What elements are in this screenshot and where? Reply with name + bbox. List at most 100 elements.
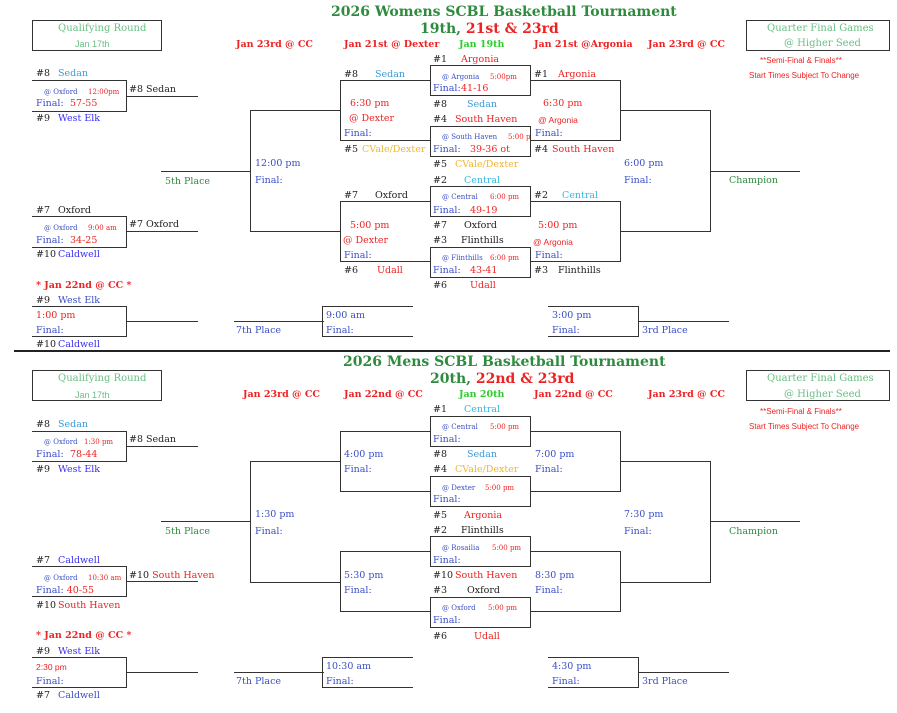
game-time: 5:00pm: [490, 73, 517, 81]
game-box: [531, 431, 621, 492]
seventh-place-label: 7th Place: [236, 325, 282, 336]
fifth-place-label: 5th Place: [165, 176, 211, 187]
seed: #2: [433, 525, 448, 536]
final-score: 57-55: [70, 98, 98, 109]
team-name: Central: [464, 175, 501, 186]
final-label: Final:: [433, 494, 461, 505]
venue: @ Rosailia: [442, 544, 480, 552]
team-name: South Haven: [455, 570, 518, 581]
seed: #1: [433, 54, 448, 65]
game-time: 6:30 pm: [543, 98, 583, 109]
seed: #7: [36, 555, 51, 566]
team-name: Argonia: [558, 69, 597, 80]
third-place-label: 3rd Place: [642, 325, 688, 336]
bracket-line: [710, 171, 800, 172]
champion-label: Champion: [729, 175, 779, 186]
venue: @ Oxford: [44, 574, 78, 582]
qf-box-line2: @ Higher Seed: [784, 389, 861, 400]
final-label: Final:: [624, 526, 652, 537]
team-name: West Elk: [58, 295, 101, 306]
seed: #8: [433, 99, 448, 110]
bracket-line: [621, 231, 711, 232]
game-box: [32, 306, 127, 337]
qual-box-line1: Qualifying Round: [58, 23, 147, 34]
bracket-line: [127, 231, 198, 232]
final-label: Final:: [344, 128, 372, 139]
final-label: Final:: [36, 585, 64, 596]
seed: #4: [534, 144, 549, 155]
team-name: Caldwell: [58, 339, 100, 350]
qual-box-line1: Qualifying Round: [58, 373, 147, 384]
game-time: 1:30 pm: [84, 438, 114, 446]
qual-box-line2: Jan 17th: [75, 39, 110, 49]
game-box: [322, 306, 413, 337]
bracket-line: [127, 321, 198, 322]
start-times-note: Start Times Subject To Change: [749, 71, 860, 80]
game-time: 6:00 pm: [490, 193, 520, 201]
final-score: 49-19: [470, 205, 498, 216]
team-name: CVale/Dexter: [455, 464, 519, 475]
game-time: 4:30 pm: [552, 661, 592, 672]
final-score-row: Final: 40-55: [36, 585, 94, 597]
team-name: West Elk: [58, 646, 101, 657]
seed: #8: [433, 449, 448, 460]
team-name: Argonia: [464, 510, 503, 521]
venue: @ Dexter: [343, 235, 389, 246]
game-time: 1:00 pm: [36, 310, 76, 321]
venue: @ Central: [442, 193, 478, 201]
team-name: Oxford: [58, 205, 92, 216]
game-box: [32, 80, 127, 112]
jan22-header: * Jan 22nd @ CC *: [36, 280, 132, 291]
subtitle-part-b: 22nd & 23rd: [475, 371, 575, 387]
game-box: [430, 597, 531, 628]
seed: #3: [433, 235, 448, 246]
final-score: 34-25: [70, 235, 98, 246]
final-label: Final:: [433, 144, 461, 155]
subtitle-part-a: 19th,: [420, 21, 466, 37]
qualifying-round-box: [32, 370, 162, 401]
final-score: 43-41: [470, 265, 498, 276]
game-time: 10:30 am: [326, 661, 372, 672]
team-name: West Elk: [58, 113, 101, 124]
seed: #10: [433, 570, 454, 581]
team-name: Flinthills: [558, 265, 601, 276]
seed: #8: [344, 69, 359, 80]
col-header: Jan 23rd @ CC: [236, 39, 313, 50]
seed: #5: [433, 159, 448, 170]
game-time: 9:00 am: [88, 224, 117, 232]
seed: #4: [433, 114, 448, 125]
game-box: [430, 65, 531, 96]
bracket-line: [250, 461, 251, 583]
bracket-line: [161, 171, 251, 172]
team-name: Sedan: [467, 449, 497, 460]
game-box: [430, 247, 531, 278]
bracket-line: [621, 110, 711, 111]
bracket-line: [250, 110, 340, 111]
final-label: Final:: [36, 449, 64, 460]
team-name: Central: [464, 404, 501, 415]
bracket-line: [161, 521, 251, 522]
col-header: Jan 23rd @ CC: [648, 389, 725, 400]
third-place-label: 3rd Place: [642, 676, 688, 687]
final-label: Final:: [36, 98, 64, 109]
final-label: Final:: [255, 175, 283, 186]
col-header: Jan 22nd @ CC: [344, 389, 423, 400]
final-label: Final:: [344, 585, 372, 596]
advancing-team: #8 Sedan: [129, 84, 176, 96]
col-header: Jan 23rd @ CC: [648, 39, 725, 50]
semi-final-note: **Semi-Final & Finals**: [760, 407, 842, 416]
seed: #6: [433, 280, 448, 291]
seed: #8: [36, 419, 51, 430]
seed: #9: [36, 646, 51, 657]
col-header: Jan 23rd @ CC: [243, 389, 320, 400]
final-label: Final:: [433, 83, 461, 94]
seed: #9: [36, 464, 51, 475]
final-label: Final:: [344, 250, 372, 261]
bracket-line: [250, 231, 340, 232]
bracket-line: [234, 672, 324, 673]
seed: #8: [36, 68, 51, 79]
venue: @ Dexter: [442, 484, 476, 492]
advancing-team: #8 Sedan: [129, 434, 177, 445]
final-label: Final:: [326, 325, 354, 336]
game-box: [32, 657, 127, 688]
